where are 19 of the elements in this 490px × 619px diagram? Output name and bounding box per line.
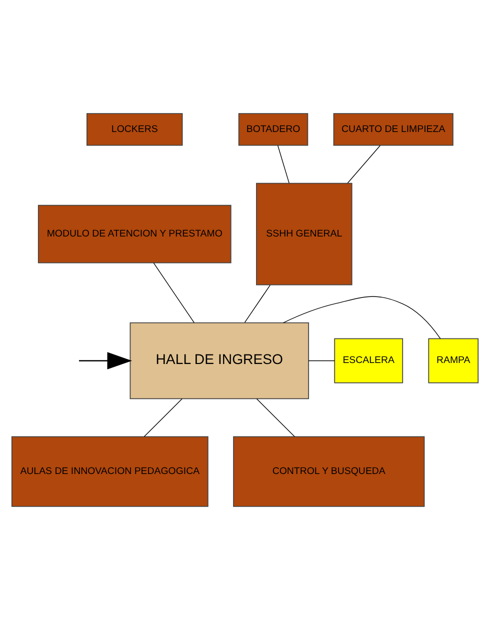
node-box: MODULO DE ATENCION Y PRESTAMO [38, 204, 232, 263]
node-box: RAMPA [428, 338, 479, 383]
connector [347, 144, 381, 183]
arrow [79, 352, 132, 369]
connector [256, 398, 295, 436]
connector [144, 398, 182, 436]
node-box: AULAS DE INNOVACION PEDAGOGICA [11, 436, 208, 506]
connector [244, 284, 271, 322]
node-box: CUARTO DE LIMPIEZA [333, 112, 454, 146]
connector [282, 296, 441, 339]
node-box: SSHH GENERAL [256, 182, 352, 285]
node-box: HALL DE INGRESO [130, 322, 310, 399]
node-box: LOCKERS [86, 112, 183, 146]
connector [153, 262, 194, 323]
node-box: BOTADERO [238, 112, 308, 146]
node-box: CONTROL Y BUSQUEDA [233, 436, 425, 506]
connector [277, 144, 290, 183]
connector [308, 360, 335, 361]
node-box: ESCALERA [334, 338, 404, 383]
